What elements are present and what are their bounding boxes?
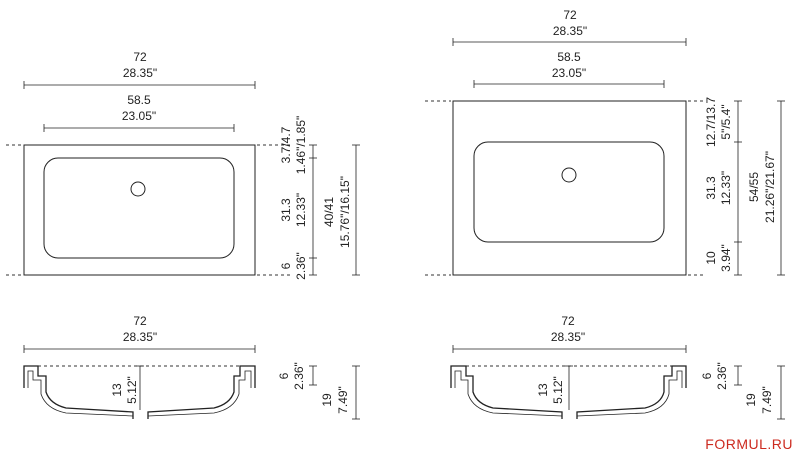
section-height-cm-left: 19 (320, 393, 334, 407)
overall-depth-in-left: 15.76"/16.15" (338, 176, 352, 248)
drain-hole-left (130, 181, 146, 197)
section-width-cm-right: 72 (561, 314, 575, 328)
plan-view-right: 72 28.35" 58.5 23.05" 12.7/13.7 5"/5.4" … (425, 8, 785, 276)
section-height-cm-right: 19 (744, 393, 758, 407)
overall-width-cm-right: 72 (563, 8, 577, 22)
rim-top-cm-left: 3.7/4.7 (279, 126, 293, 163)
basin-depth-in-left: 12.33" (294, 193, 308, 227)
rim-top-cm-right: 12.7/13.7 (704, 97, 718, 147)
overall-depth-cm-right: 54/55 (747, 172, 761, 202)
bowl-depth-in-left: 5.12" (125, 376, 139, 404)
basin-width-in-left: 23.05" (122, 109, 156, 123)
vanity-top-outline-left (23, 144, 256, 276)
basin-width-in-right: 23.05" (552, 66, 586, 80)
drain-hole-right (561, 167, 577, 183)
watermark-text: FORMUL.RU (705, 436, 793, 452)
basin-profile-left (23, 365, 256, 419)
basin-profile-right (450, 365, 687, 419)
bowl-depth-cm-left: 13 (110, 383, 124, 397)
rim-top-in-right: 5"/5.4" (719, 104, 733, 139)
section-rim-cm-right: 6 (700, 372, 714, 379)
basin-outline-left (43, 157, 235, 259)
basin-outline-right (473, 141, 665, 243)
bowl-depth-cm-right: 13 (536, 383, 550, 397)
section-width-cm-left: 72 (133, 314, 147, 328)
basin-depth-cm-right: 31.3 (704, 176, 718, 200)
plan-view-left: 72 28.35" 58.5 23.05" 3.7/4.7 1.46"/1.85… (6, 50, 360, 280)
section-width-in-right: 28.35" (551, 330, 585, 344)
overall-depth-cm-left: 40/41 (322, 197, 336, 227)
basin-depth-in-right: 12.33" (719, 171, 733, 205)
section-width-in-left: 28.35" (123, 330, 157, 344)
basin-width-cm-left: 58.5 (127, 93, 151, 107)
rim-bottom-cm-right: 10 (704, 251, 718, 265)
section-height-in-left: 7.49" (336, 386, 350, 414)
section-rim-in-right: 2.36" (715, 362, 729, 390)
basin-width-cm-right: 58.5 (557, 50, 581, 64)
basin-depth-cm-left: 31.3 (279, 198, 293, 222)
rim-bottom-in-right: 3.94" (719, 244, 733, 272)
overall-width-cm-left: 72 (133, 50, 147, 64)
rim-bottom-cm-left: 6 (279, 262, 293, 269)
vanity-top-outline-right (452, 100, 687, 276)
section-view-left: 72 28.35" 13 5.12" 6 2.36" 19 7.49" (23, 314, 360, 420)
rim-bottom-in-left: 2.36" (294, 252, 308, 280)
overall-width-in-right: 28.35" (553, 24, 587, 38)
rim-top-in-left: 1.46"/1.85" (294, 116, 308, 175)
overall-depth-in-right: 21.26"/21.67" (763, 151, 777, 223)
section-view-right: 72 28.35" 13 5.12" 6 2.36" 19 7.49" (450, 314, 785, 420)
bowl-depth-in-right: 5.12" (551, 376, 565, 404)
section-height-in-right: 7.49" (760, 386, 774, 414)
section-rim-in-left: 2.36" (292, 362, 306, 390)
section-rim-cm-left: 6 (277, 372, 291, 379)
overall-width-in-left: 28.35" (123, 66, 157, 80)
